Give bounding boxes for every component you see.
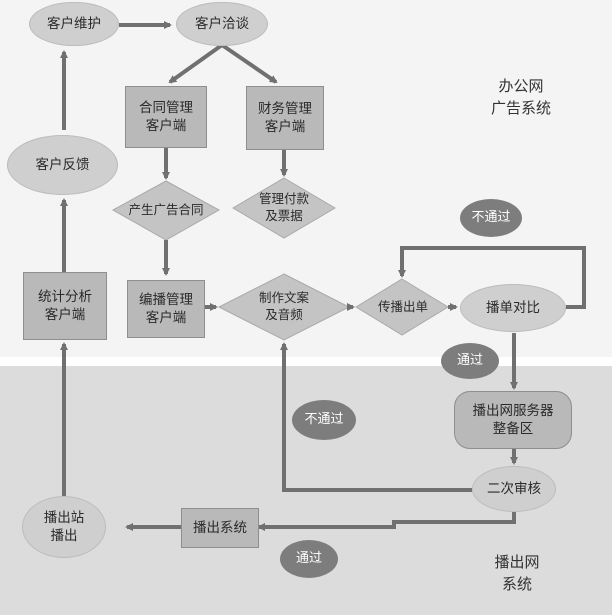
station-broadcast-node: 播出站 播出 (22, 496, 106, 558)
pass-badge-mid: 通过 (441, 343, 499, 379)
diamond-make-copy (217, 273, 351, 341)
customer-negotiation-node: 客户洽谈 (176, 2, 268, 46)
diamond-transmit-list (355, 278, 449, 336)
scheduling-client-node: 编播管理 客户端 (127, 280, 205, 338)
make-copy-label: 制作文案 及音频 (258, 290, 309, 322)
office-network-label: 办公网 广告系统 (490, 77, 551, 117)
fail-badge-top: 不通过 (460, 199, 522, 237)
pass-badge-bottom: 通过 (280, 540, 338, 578)
customer-feedback-node: 客户反馈 (7, 135, 118, 195)
compare-list-node: 播单对比 (460, 284, 566, 332)
stats-client-node: 统计分析 客户端 (23, 272, 107, 340)
server-standby-node: 播出网服务器 整备区 (454, 391, 572, 449)
second-review-node: 二次审核 (472, 466, 556, 512)
payment-invoice-label: 管理付款 及票据 (258, 191, 309, 223)
broadcast-system-node: 播出系统 (181, 508, 259, 548)
transmit-list-label: 传播出单 (377, 298, 428, 314)
zone-divider (0, 357, 612, 366)
finance-client-node: 财务管理 客户端 (246, 86, 324, 150)
contract-client-node: 合同管理 客户端 (125, 86, 207, 148)
generate-contract-label: 产生广告合同 (128, 201, 204, 217)
diamond-payment-invoice (232, 177, 336, 239)
fail-badge-left: 不通过 (292, 400, 356, 440)
customer-maintenance-node: 客户维护 (29, 2, 119, 46)
broadcast-network-label: 播出网 系统 (494, 553, 540, 593)
